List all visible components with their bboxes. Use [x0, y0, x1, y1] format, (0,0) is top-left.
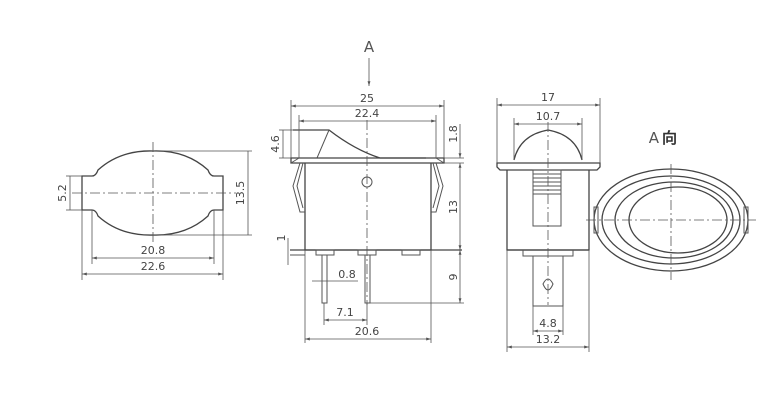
- rocker: [293, 129, 426, 159]
- dim-0-8: 0.8: [338, 268, 356, 281]
- front-view: A 25 22.4: [269, 38, 464, 343]
- side-view: 17 10.7 4.8 13.2: [496, 91, 601, 352]
- dim-9: 9: [447, 274, 460, 281]
- dim-1-8: 1.8: [447, 125, 460, 143]
- dim-20-6: 20.6: [355, 325, 380, 338]
- right-clip: [431, 162, 444, 213]
- dim-20-8: 20.8: [141, 244, 166, 257]
- dim-10-7: 10.7: [536, 110, 561, 123]
- dim-4-8: 4.8: [539, 317, 557, 330]
- dim-22-6: 22.6: [141, 260, 166, 273]
- dim-13: 13: [447, 200, 460, 214]
- pin-2: [364, 254, 371, 304]
- flange: [290, 157, 445, 164]
- top-outline-view: 5.2 13.5 20.8 22.6: [56, 142, 252, 280]
- terminal-hole: [542, 278, 554, 291]
- dim-1: 1: [275, 235, 288, 242]
- view-marker-a: A: [364, 38, 375, 56]
- dim-13-5: 13.5: [234, 181, 247, 206]
- ribs: [533, 173, 561, 195]
- view-a: A 向: [586, 129, 756, 280]
- dim-17: 17: [541, 91, 555, 104]
- view-a-suffix: 向: [662, 129, 677, 147]
- left-clip: [292, 162, 305, 213]
- dim-25: 25: [360, 92, 374, 105]
- dim-5-2: 5.2: [56, 184, 69, 202]
- view-a-letter: A: [649, 129, 660, 147]
- dim-13-2: 13.2: [536, 333, 561, 346]
- pin-1: [321, 254, 328, 304]
- dim-4-6: 4.6: [269, 135, 282, 153]
- flange: [496, 162, 601, 171]
- dim-22-4: 22.4: [355, 107, 380, 120]
- dim-7-1: 7.1: [336, 306, 354, 319]
- body: [304, 163, 432, 251]
- terminal: [532, 256, 564, 307]
